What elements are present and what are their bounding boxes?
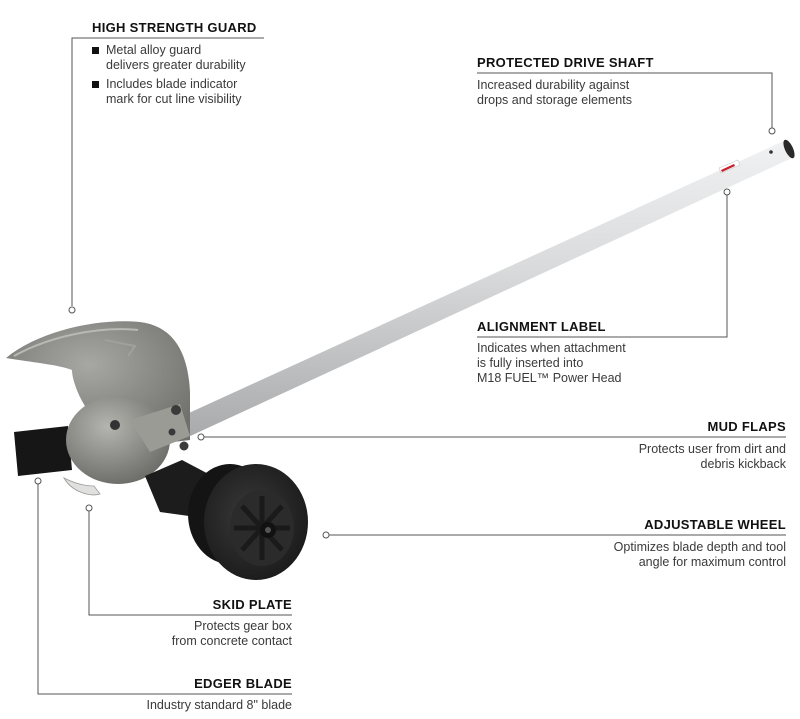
bullet-square-icon [92, 81, 99, 88]
drive-shaft-desc: Increased durability against drops and s… [477, 78, 632, 107]
alignment-label-desc: Indicates when attachment is fully inser… [477, 341, 626, 385]
drive-shaft-title: PROTECTED DRIVE SHAFT [477, 55, 654, 70]
guard-bullet: Metal alloy guard delivers greater durab… [90, 43, 280, 73]
skid-plate [62, 477, 101, 496]
edger-blade-desc: Industry standard 8" blade [146, 698, 292, 712]
bullet-square-icon [92, 47, 99, 54]
alignment-label-title: ALIGNMENT LABEL [477, 319, 606, 334]
guard-title: HIGH STRENGTH GUARD [92, 20, 257, 35]
mud-flaps-desc: Protects user from dirt and debris kickb… [638, 442, 786, 471]
skid-plate-title: SKID PLATE [212, 597, 292, 612]
gear-box [66, 396, 190, 484]
guard-bullets: Metal alloy guard delivers greater durab… [90, 43, 280, 111]
edger-blade [14, 426, 72, 476]
drive-shaft [178, 139, 795, 438]
leader-lines [34, 37, 786, 695]
mud-flaps-title: MUD FLAPS [707, 419, 786, 434]
adjustable-wheel [188, 464, 308, 580]
skid-plate-desc: Protects gear box from concrete contact [171, 619, 292, 648]
guard-bullet: Includes blade indicator mark for cut li… [90, 77, 280, 107]
edger-blade-title: EDGER BLADE [194, 676, 292, 691]
adjustable-wheel-desc: Optimizes blade depth and tool angle for… [613, 540, 786, 569]
adjustable-wheel-title: ADJUSTABLE WHEEL [644, 517, 786, 532]
